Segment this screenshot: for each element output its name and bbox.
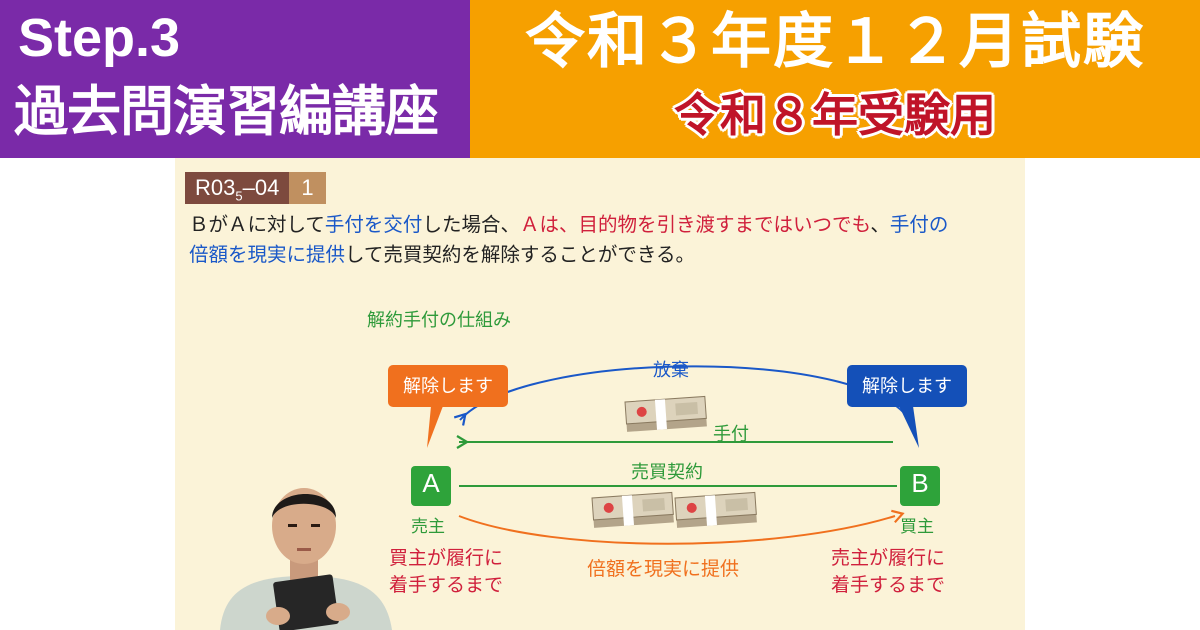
- question-seg: 、: [870, 213, 890, 236]
- cash-bundle-icon: [674, 491, 757, 528]
- double-payment-arrow: [458, 516, 895, 545]
- question-code-main: R03: [195, 175, 236, 200]
- cash-bundle-icon: [591, 491, 674, 528]
- question-code: R035–04: [185, 172, 290, 204]
- question-statement: ＢがＡに対して手付を交付した場合、Ａは、目的物を引き渡すまではいつでも、手付の倍…: [189, 210, 1009, 270]
- course-banner: Step.3 過去問演習編講座: [0, 0, 470, 158]
- question-code-tail: –04: [242, 175, 280, 200]
- role-b: 買主: [900, 517, 934, 537]
- party-a-letter: A: [422, 468, 440, 498]
- question-code-sub: 5: [235, 188, 243, 204]
- question-seg-highlight: 手付を交付: [324, 213, 423, 236]
- party-b-box: [900, 466, 940, 506]
- condition-a-line1: 買主が履行に: [389, 547, 504, 569]
- exam-subtitle: 令和８年受験用: [674, 88, 996, 142]
- cash-bundle-icon: [624, 395, 707, 432]
- question-seg: して売買契約を解除することができる。: [345, 243, 696, 266]
- course-title: 過去問演習編講座: [14, 80, 439, 143]
- abandon-label: 放棄: [653, 360, 689, 381]
- bubble-b: [847, 365, 967, 448]
- question-seg-highlight: 倍額を現実に提供: [189, 243, 346, 266]
- exam-banner: 令和３年度１２月試験 令和８年受験用: [470, 0, 1200, 158]
- diagram-title: 解約手付の仕組み: [367, 310, 511, 331]
- party-b-letter: B: [911, 468, 929, 498]
- step-label: Step.3: [18, 8, 181, 68]
- exam-title: 令和３年度１２月試験: [525, 7, 1145, 77]
- deposit-diagram: [388, 365, 967, 545]
- party-a-box: [411, 466, 451, 506]
- double-payment-label: 倍額を現実に提供: [587, 558, 740, 580]
- question-id-badge: R035–04 1: [185, 172, 326, 204]
- question-seg-highlight: 手付の: [889, 213, 949, 236]
- question-seg-highlight: Ａは、目的物を引き渡すまではいつでも: [519, 213, 871, 236]
- condition-b-line2: 着手するまで: [831, 574, 946, 596]
- presenter-image: [220, 488, 392, 630]
- question-seg: した場合、: [422, 213, 520, 236]
- condition-b-line1: 売主が履行に: [831, 547, 946, 569]
- contract-label: 売買契約: [631, 462, 703, 483]
- bubble-a-text: 解除します: [403, 376, 493, 397]
- role-a: 売主: [411, 517, 445, 537]
- condition-a-line2: 着手するまで: [389, 574, 504, 596]
- bubble-b-text: 解除します: [862, 376, 952, 397]
- question-seg: ＢがＡに対して: [189, 213, 325, 236]
- deposit-label: 手付: [713, 424, 749, 445]
- question-number: 1: [289, 172, 326, 204]
- bubble-a: [388, 365, 508, 448]
